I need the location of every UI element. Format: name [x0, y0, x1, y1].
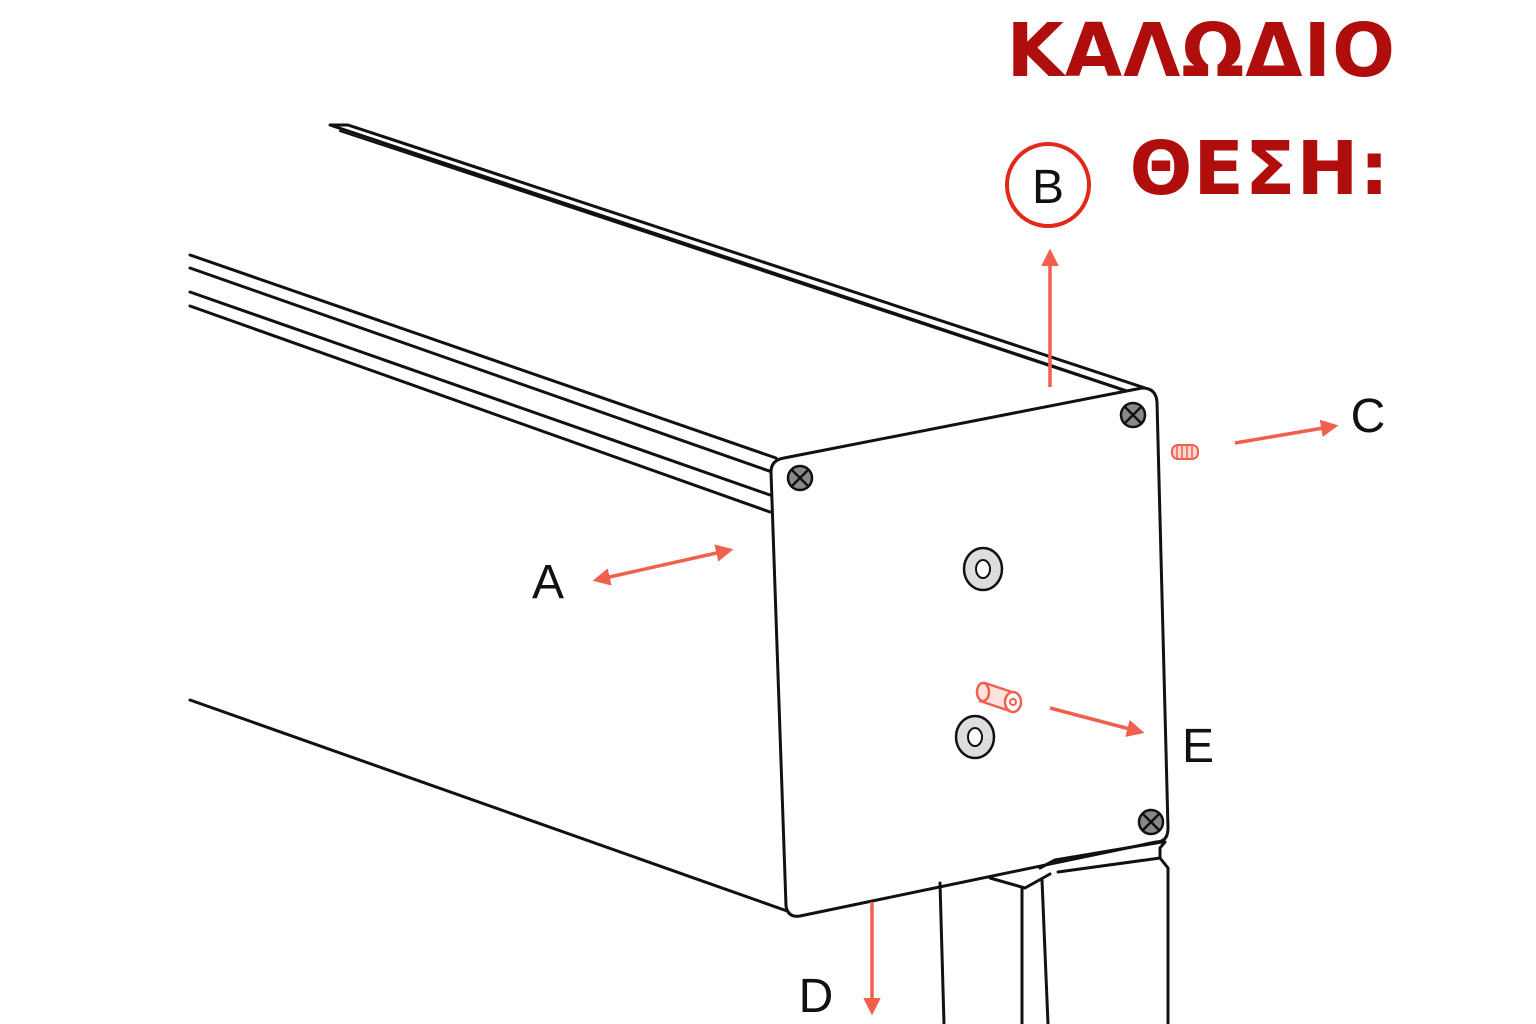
bracket: [938, 840, 1170, 1024]
screw-bottom-right: [1137, 808, 1165, 836]
cable-plug-c: [1171, 444, 1199, 460]
end-cap: [769, 386, 1170, 918]
label-d: D: [799, 970, 834, 1023]
arrow-a: [592, 544, 734, 586]
label-c: C: [1351, 390, 1386, 443]
screw-top-left: [786, 464, 814, 492]
arrows: [592, 248, 1339, 1016]
diagram-title-line-1: ΚΑΛΩΔΙΟ: [1006, 8, 1396, 94]
arrow-e: [1049, 706, 1145, 737]
cap-hole-lower: [954, 714, 996, 760]
cable-plug-e: [975, 681, 1023, 714]
diagram-title-line-2: ΘΕΣΗ:: [1129, 126, 1390, 212]
label-b-highlight-circle: [1005, 142, 1091, 228]
top-rail: [328, 123, 1147, 394]
cap-hole-upper: [962, 546, 1004, 592]
front-groove: [188, 253, 778, 514]
label-b: B: [1032, 161, 1064, 214]
bottom-edge: [188, 698, 792, 914]
screw-top-right: [1119, 401, 1147, 429]
label-e: E: [1182, 720, 1214, 773]
arrow-c: [1234, 419, 1339, 445]
label-a: A: [532, 556, 564, 609]
housing-body: [188, 123, 1170, 1024]
